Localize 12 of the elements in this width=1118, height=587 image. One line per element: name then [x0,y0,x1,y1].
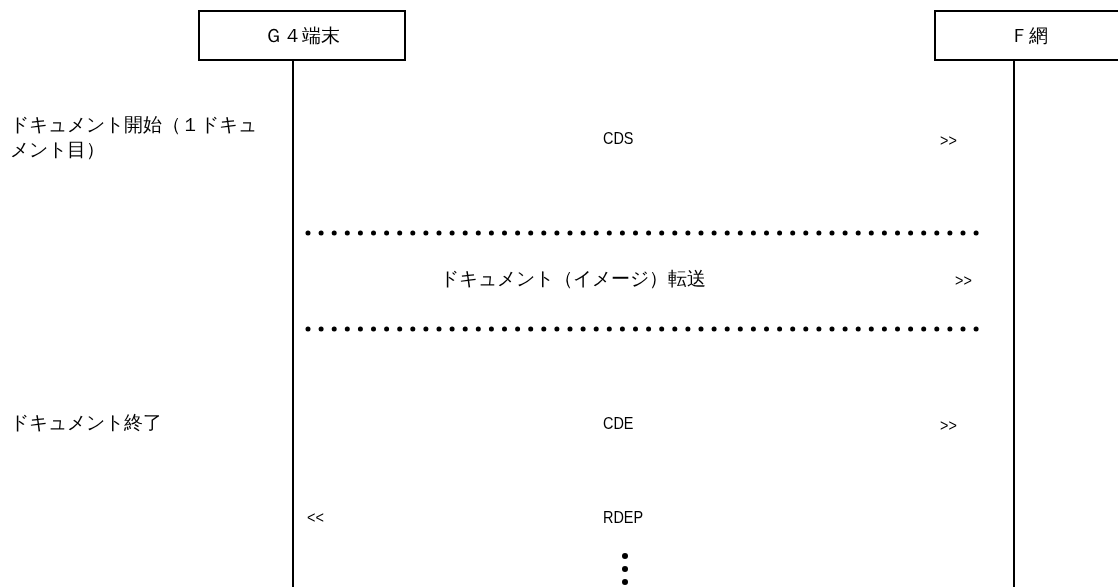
direction-sign: >> [955,270,972,292]
direction-sign: >> [940,415,957,437]
message-label: RDEP [603,507,644,529]
lifeline-box: Ｆ網 [934,10,1118,61]
direction-sign: << [307,507,324,529]
message-label: ドキュメント（イメージ）転送 [440,266,706,291]
lifeline-box: Ｇ４端末 [198,10,406,61]
step-label: ドキュメント開始（１ドキュメント目） [10,112,258,162]
message-label: CDS [603,128,634,150]
message-label: CDE [603,413,634,435]
step-label: ドキュメント終了 [10,410,162,435]
direction-sign: >> [940,130,957,152]
